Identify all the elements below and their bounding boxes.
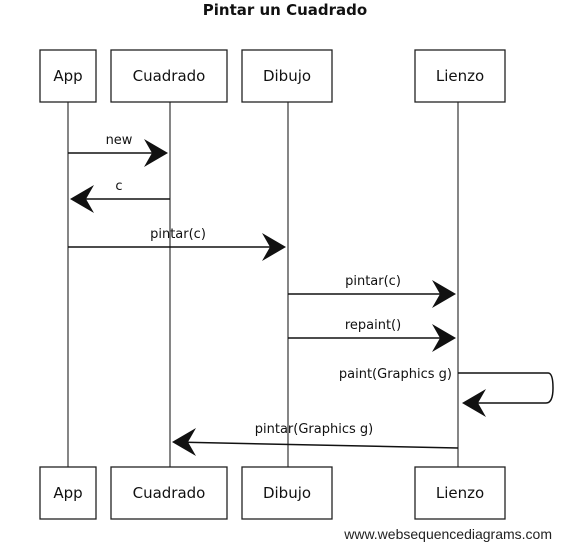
arrowhead bbox=[262, 233, 286, 261]
message-label: c bbox=[115, 179, 122, 194]
arrowhead bbox=[432, 324, 456, 352]
participant-box bbox=[110, 466, 228, 520]
participant-box bbox=[241, 49, 333, 103]
arrowhead bbox=[144, 139, 168, 167]
arrowhead bbox=[172, 428, 196, 456]
participant-box bbox=[241, 466, 333, 520]
participant-dibujo-bottom: Dibujo bbox=[241, 466, 333, 520]
participant-app-bottom: App bbox=[39, 466, 97, 520]
participant-label: App bbox=[53, 67, 82, 85]
participant-box bbox=[110, 49, 228, 103]
arrowhead bbox=[462, 389, 486, 417]
participant-box bbox=[39, 49, 97, 103]
message-line bbox=[173, 441, 459, 449]
message-3: pintar(c) bbox=[68, 227, 286, 261]
participant-cuadrado-top: Cuadrado bbox=[110, 49, 228, 103]
participant-label: Dibujo bbox=[263, 67, 311, 85]
participant-box bbox=[414, 49, 506, 103]
participant-lienzo-bottom: Lienzo bbox=[414, 466, 506, 520]
participant-label: Cuadrado bbox=[133, 67, 206, 85]
participant-box bbox=[39, 466, 97, 520]
arrowhead bbox=[70, 185, 94, 213]
participant-lienzo-top: Lienzo bbox=[414, 49, 506, 103]
participant-label: Lienzo bbox=[436, 484, 484, 502]
message-label: pintar(c) bbox=[345, 274, 401, 289]
participant-cuadrado-bottom: Cuadrado bbox=[110, 466, 228, 520]
message-6: paint(Graphics g) bbox=[339, 367, 554, 417]
message-5: repaint() bbox=[288, 318, 456, 352]
message-label: pintar(Graphics g) bbox=[255, 422, 373, 437]
message-label: paint(Graphics g) bbox=[339, 367, 452, 382]
watermark: www.websequencediagrams.com bbox=[344, 526, 552, 542]
participant-label: Cuadrado bbox=[133, 484, 206, 502]
message-4: pintar(c) bbox=[288, 274, 456, 308]
arrowhead bbox=[432, 280, 456, 308]
message-label: new bbox=[106, 133, 133, 148]
diagram-title: Pintar un Cuadrado bbox=[203, 1, 367, 19]
participant-label: App bbox=[53, 484, 82, 502]
participant-label: Dibujo bbox=[263, 484, 311, 502]
message-label: pintar(c) bbox=[150, 227, 206, 242]
participant-label: Lienzo bbox=[436, 67, 484, 85]
participant-box bbox=[414, 466, 506, 520]
participant-dibujo-top: Dibujo bbox=[241, 49, 333, 103]
message-label: repaint() bbox=[345, 318, 401, 333]
message-7: pintar(Graphics g) bbox=[172, 422, 459, 456]
participant-app-top: App bbox=[39, 49, 97, 103]
message-2: c bbox=[70, 179, 170, 213]
message-line bbox=[458, 372, 554, 404]
message-1: new bbox=[68, 133, 168, 167]
